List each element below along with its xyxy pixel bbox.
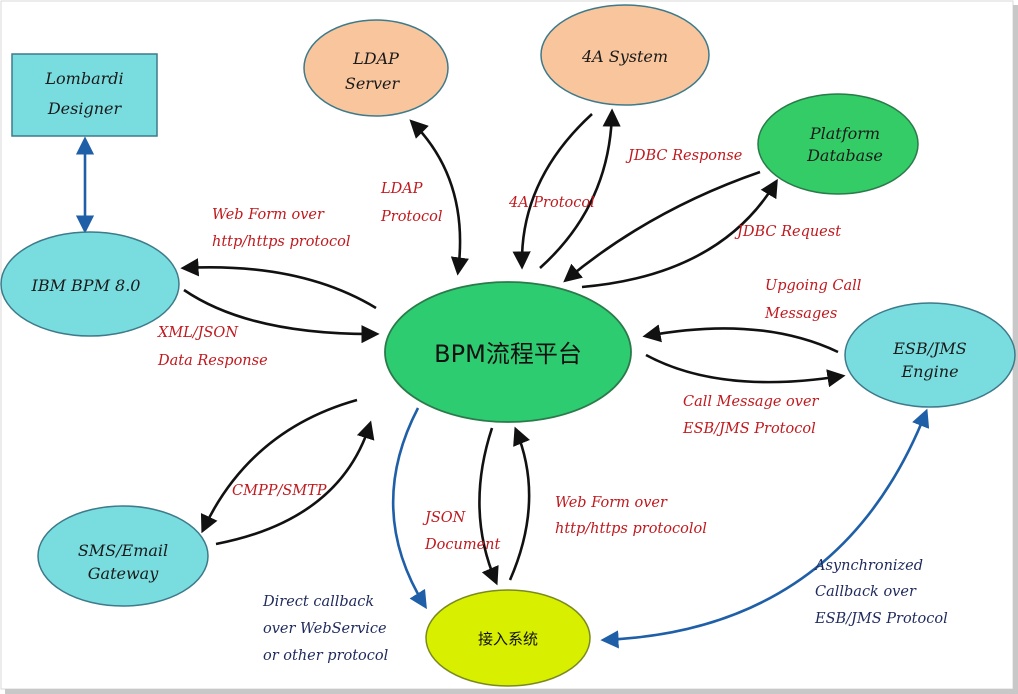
label-upgoing-2: Messages bbox=[764, 306, 837, 322]
arrow-bpm-to-4a bbox=[539, 108, 621, 269]
node-ldap-line1: LDAP bbox=[352, 49, 399, 68]
node-db-line1: Platform bbox=[809, 124, 880, 143]
node-4a-text: 4A System bbox=[581, 47, 668, 66]
label-jdbc-response: JDBC Response bbox=[625, 148, 742, 164]
node-db-line2: Database bbox=[806, 146, 883, 165]
node-esb-engine: ESB/JMS Engine bbox=[844, 302, 1016, 408]
node-sms-line2: Gateway bbox=[88, 564, 159, 583]
label-upgoing-1: Upgoing Call bbox=[765, 278, 862, 294]
label-async-callback-1: Asynchronized bbox=[813, 558, 923, 574]
frame-shadow-bottom bbox=[5, 689, 1018, 694]
node-ldap-server: LDAP Server bbox=[303, 19, 449, 117]
label-call-message-2: ESB/JMS Protocol bbox=[682, 421, 816, 437]
label-xml-json-1: XML/JSON bbox=[157, 325, 239, 341]
node-bpm-text: BPM流程平台 bbox=[434, 340, 582, 368]
node-sms-line1: SMS/Email bbox=[78, 541, 168, 560]
arrow-bpm-to-sms bbox=[200, 398, 358, 534]
node-lombardi-line2: Designer bbox=[47, 99, 123, 118]
arrow-bpm-to-db bbox=[581, 178, 778, 289]
label-direct-callback-3: or other protocol bbox=[263, 648, 389, 664]
label-ldap-protocol-1: LDAP bbox=[380, 181, 423, 197]
node-esb-line2: Engine bbox=[900, 362, 958, 381]
label-async-callback-2: Callback over bbox=[815, 584, 917, 600]
arrow-esb-access bbox=[600, 408, 930, 649]
node-4a-system: 4A System bbox=[540, 4, 710, 106]
arrow-bpm-to-access-json bbox=[478, 427, 499, 586]
label-4a-protocol: 4A Protocol bbox=[508, 195, 595, 211]
arrow-bpm-to-ibm bbox=[180, 258, 377, 310]
label-json-doc-2: Document bbox=[424, 537, 500, 553]
node-esb-line1: ESB/JMS bbox=[892, 339, 967, 358]
node-sms-gateway: SMS/Email Gateway bbox=[37, 505, 209, 607]
node-access-text: 接入系统 bbox=[478, 630, 538, 648]
arrow-bpm-to-esb bbox=[645, 353, 846, 388]
node-platform-database: Platform Database bbox=[757, 93, 919, 195]
label-call-message-1: Call Message over bbox=[683, 394, 820, 410]
node-ibm-bpm: IBM BPM 8.0 bbox=[0, 231, 180, 337]
label-json-doc-1: JSON bbox=[422, 510, 467, 526]
node-access-system: 接入系统 bbox=[425, 589, 591, 687]
arrow-ibm-to-bpm bbox=[183, 288, 380, 344]
node-ldap-line2: Server bbox=[345, 74, 401, 93]
label-ldap-protocol-2: Protocol bbox=[380, 209, 443, 225]
arrow-ldap-bpm bbox=[409, 119, 469, 276]
label-xml-json-2: Data Response bbox=[157, 353, 268, 369]
label-jdbc-request: JDBC Request bbox=[734, 224, 841, 240]
label-web-form-access-1: Web Form over bbox=[555, 495, 668, 511]
label-direct-callback-2: over WebService bbox=[263, 621, 387, 637]
arrow-access-to-bpm bbox=[508, 426, 531, 581]
arrow-esb-to-bpm bbox=[642, 324, 839, 354]
node-ibm-text: IBM BPM 8.0 bbox=[31, 276, 141, 295]
frame-shadow-right bbox=[1013, 5, 1018, 694]
label-cmpp-smtp: CMPP/SMTP bbox=[232, 483, 327, 499]
label-direct-callback-1: Direct callback bbox=[262, 594, 374, 610]
arrow-sms-to-bpm bbox=[215, 420, 375, 546]
arrow-bpm-to-access bbox=[391, 407, 427, 610]
label-async-callback-3: ESB/JMS Protocol bbox=[814, 611, 948, 627]
arrow-4a-to-bpm bbox=[512, 113, 593, 270]
arrow-db-to-bpm bbox=[563, 170, 761, 283]
node-lombardi-line1: Lombardi bbox=[44, 69, 123, 88]
node-lombardi-designer: Lombardi Designer bbox=[11, 53, 158, 137]
label-web-form-ibm-1: Web Form over bbox=[212, 207, 325, 223]
label-web-form-access-2: http/https protocolol bbox=[555, 521, 707, 537]
label-web-form-ibm-2: http/https protocol bbox=[212, 234, 351, 250]
node-bpm-platform: BPM流程平台 bbox=[384, 281, 632, 423]
